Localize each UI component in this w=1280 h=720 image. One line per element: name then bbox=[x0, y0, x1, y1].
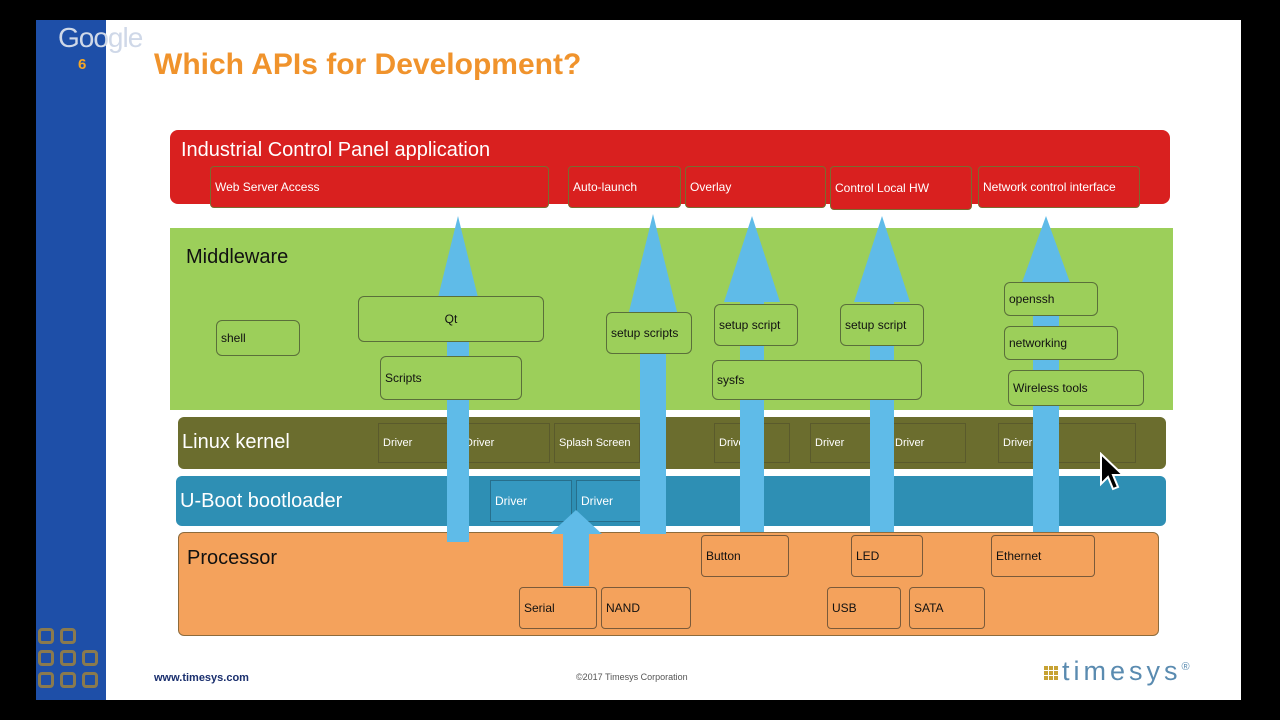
slide-number: 6 bbox=[78, 56, 87, 73]
middleware-box-qt: Qt bbox=[358, 296, 544, 342]
processor-layer: Processor Button LED Ethernet Serial NAN… bbox=[178, 532, 1159, 636]
timesys-logo-registered: ® bbox=[1181, 661, 1194, 673]
arrow-up-setup-scripts bbox=[626, 214, 680, 534]
kernel-layer-title: Linux kernel bbox=[182, 431, 290, 453]
processor-box-led: LED bbox=[851, 535, 923, 577]
timesys-logo: timesys® bbox=[1062, 656, 1194, 687]
slide: Google 6 Which APIs for Development? Ind… bbox=[36, 20, 1241, 700]
middleware-box-shell: shell bbox=[216, 320, 300, 356]
mouse-pointer-icon bbox=[1100, 452, 1126, 491]
middleware-box-setup-scripts: setup scripts bbox=[606, 312, 692, 354]
app-box-network-control: Network control interface bbox=[978, 166, 1140, 208]
middleware-box-scripts: Scripts bbox=[380, 356, 522, 400]
timesys-logo-text: timesys bbox=[1062, 656, 1182, 686]
footer-url: www.timesys.com bbox=[154, 672, 249, 684]
processor-box-serial: Serial bbox=[519, 587, 597, 629]
application-layer: Industrial Control Panel application Web… bbox=[170, 130, 1170, 210]
uboot-layer-title: U-Boot bootloader bbox=[180, 490, 343, 512]
middleware-box-setup-script-1: setup script bbox=[714, 304, 798, 346]
middleware-box-wireless-tools: Wireless tools bbox=[1008, 370, 1144, 406]
footer-copyright: ©2017 Timesys Corporation bbox=[576, 672, 688, 682]
processor-box-usb: USB bbox=[827, 587, 901, 629]
processor-box-button: Button bbox=[701, 535, 789, 577]
application-layer-title: Industrial Control Panel application bbox=[181, 139, 491, 161]
slide-sidebar: Google 6 bbox=[36, 20, 143, 700]
app-box-web-server: Web Server Access bbox=[210, 166, 549, 208]
middleware-box-networking: networking bbox=[1004, 326, 1118, 360]
kernel-layer: Linux kernel Driver Driver Splash Screen… bbox=[178, 417, 1166, 469]
processor-box-ethernet: Ethernet bbox=[991, 535, 1095, 577]
timesys-logo-mark-icon bbox=[1044, 666, 1058, 680]
processor-layer-title: Processor bbox=[187, 547, 278, 569]
uboot-driver-1: Driver bbox=[490, 480, 572, 522]
processor-box-nand: NAND bbox=[601, 587, 691, 629]
slide-title: Which APIs for Development? bbox=[154, 48, 582, 81]
middleware-box-openssh: openssh bbox=[1004, 282, 1098, 316]
middleware-box-sysfs: sysfs bbox=[712, 360, 922, 400]
arrow-up-serial bbox=[550, 510, 602, 586]
kernel-splash-screen: Splash Screen bbox=[554, 423, 640, 463]
app-box-overlay: Overlay bbox=[685, 166, 826, 208]
app-box-auto-launch: Auto-launch bbox=[568, 166, 681, 208]
app-box-control-local-hw: Control Local HW bbox=[830, 166, 972, 210]
middleware-layer-title: Middleware bbox=[186, 246, 289, 268]
uboot-layer: U-Boot bootloader Driver Driver bbox=[176, 476, 1166, 526]
middleware-box-setup-script-2: setup script bbox=[840, 304, 924, 346]
processor-box-sata: SATA bbox=[909, 587, 985, 629]
google-watermark: Google bbox=[58, 22, 143, 53]
kernel-driver-6: Driver bbox=[998, 423, 1136, 463]
